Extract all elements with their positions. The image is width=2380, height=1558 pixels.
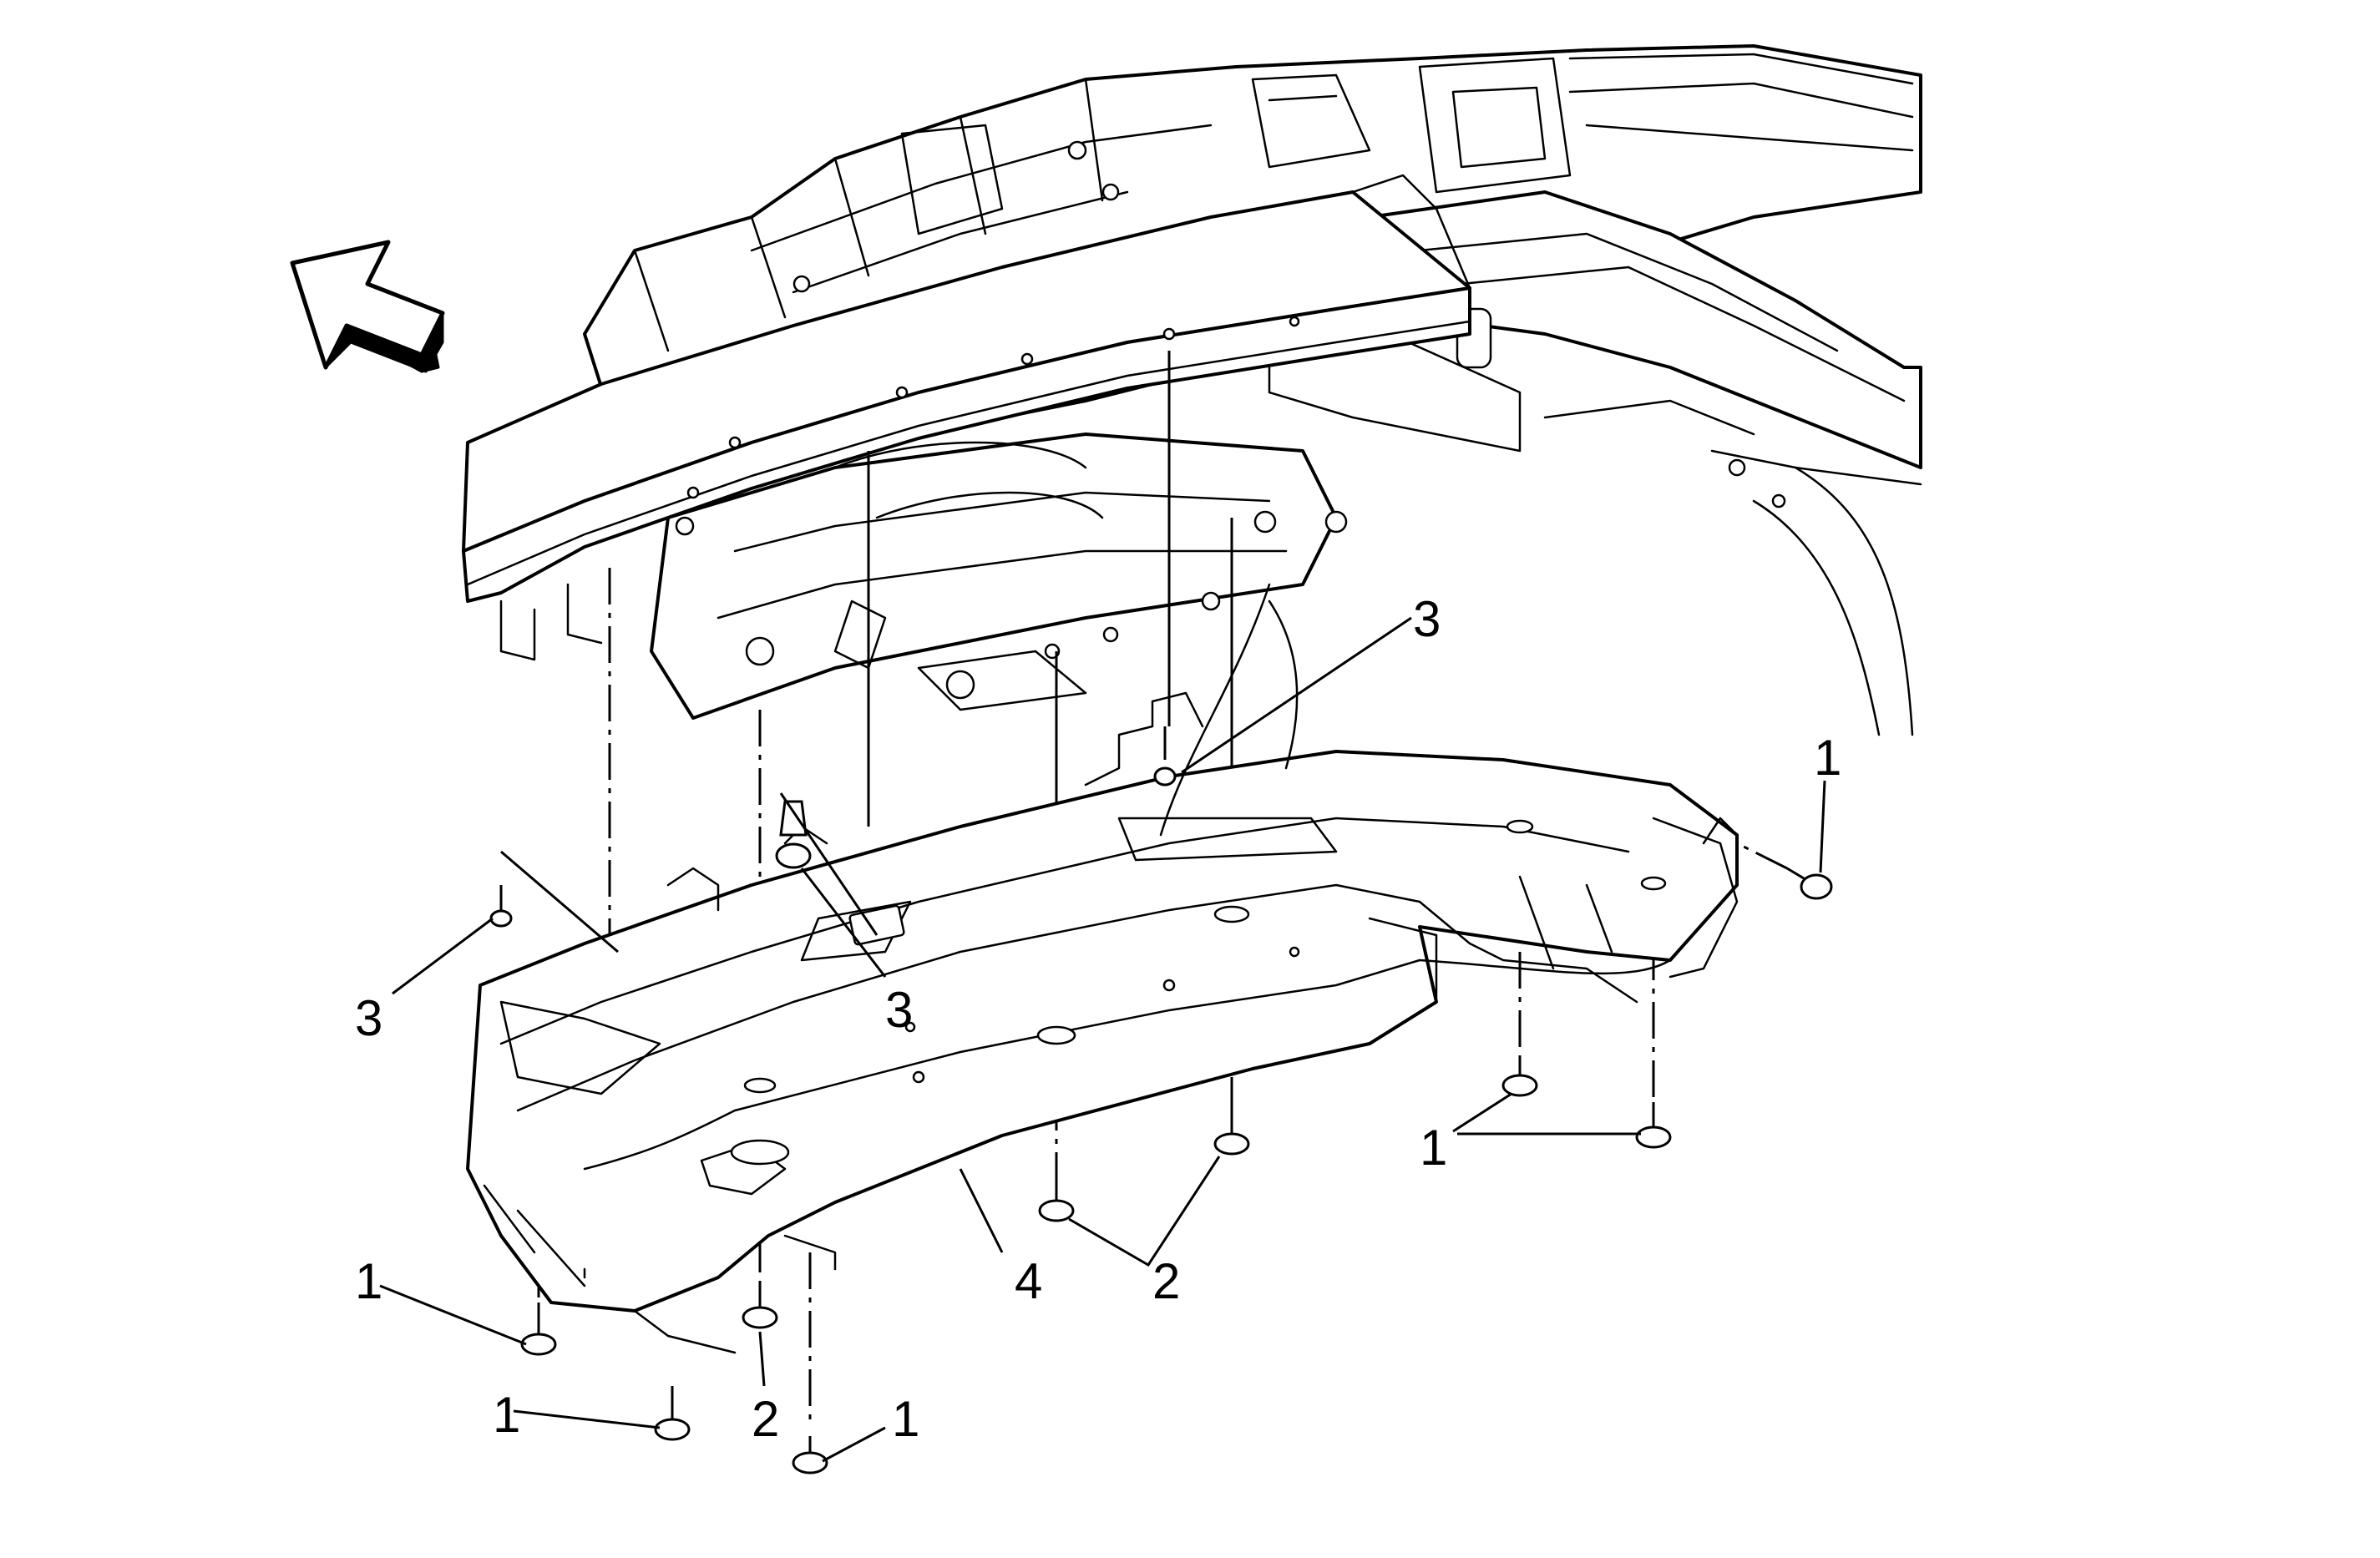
callout-label: 3 (1413, 591, 1441, 647)
callout-label: 2 (1152, 1253, 1180, 1309)
front-bumper-beam (462, 174, 1471, 661)
callout-label: 4 (1015, 1253, 1042, 1309)
bolt-icon (1635, 1102, 1672, 1149)
callout-label: 3 (355, 990, 382, 1046)
callout-label: 1 (1814, 730, 1841, 786)
fasteners (489, 726, 1833, 1475)
bolt-icon (1213, 1110, 1250, 1156)
callout-label: 1 (892, 1391, 919, 1447)
callout-labels: 3 1 3 3 1 4 2 1 1 2 1 (355, 591, 1841, 1447)
push-pin-retainer-icon (489, 885, 513, 928)
push-pin-retainer-icon (775, 800, 812, 869)
front-air-deflector (466, 583, 1739, 1354)
callout-label: 1 (493, 1387, 520, 1443)
callout-label: 2 (752, 1391, 779, 1447)
bolt-icon (742, 1286, 778, 1329)
forward-direction-arrow-icon (290, 240, 445, 373)
bolt-icon (792, 1436, 828, 1475)
bolt-icon (1786, 867, 1833, 900)
bolt-icon (1501, 1060, 1538, 1097)
bolt-icon (1038, 1177, 1075, 1222)
callout-label: 1 (355, 1253, 382, 1309)
push-pin-retainer-icon (1153, 726, 1177, 787)
bolt-icon (520, 1303, 557, 1356)
bolt-icon (654, 1386, 691, 1441)
callout-label: 3 (885, 982, 913, 1038)
leader-lines (379, 616, 1826, 1463)
callout-label: 1 (1420, 1120, 1447, 1176)
